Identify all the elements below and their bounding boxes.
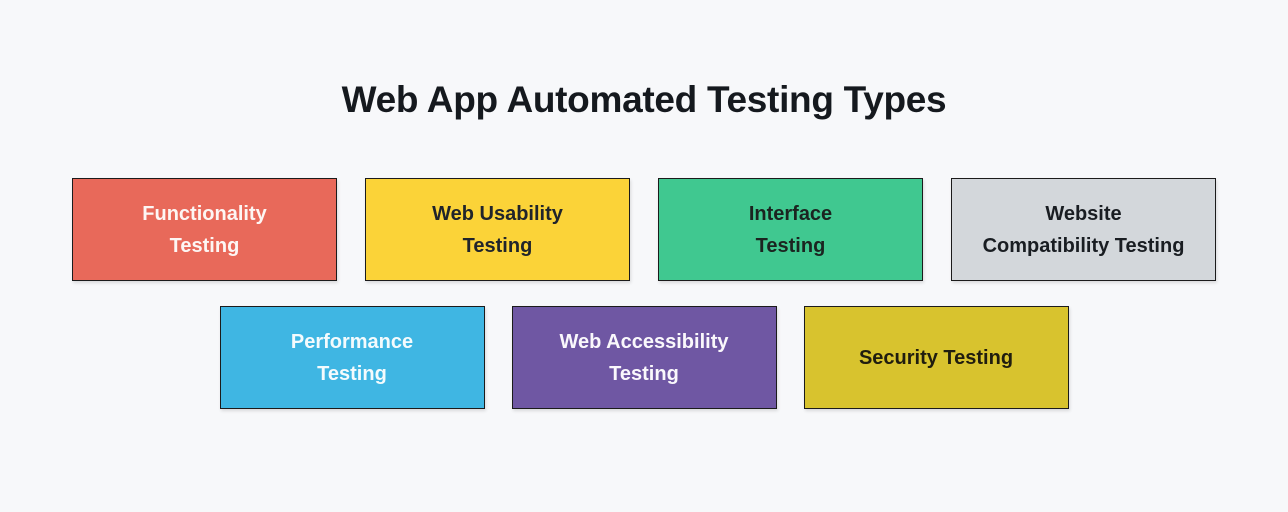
box-label-line: Testing bbox=[609, 362, 679, 385]
box-label-line: Interface bbox=[748, 202, 833, 225]
box-label-line: Compatibility Testing bbox=[982, 234, 1185, 257]
box-functionality-testing: Functionality Testing bbox=[72, 178, 337, 281]
box-website-compatibility-testing: Website Compatibility Testing bbox=[951, 178, 1216, 281]
box-label-line: Testing bbox=[169, 234, 240, 257]
box-security-testing: Security Testing bbox=[803, 306, 1069, 409]
box-performance-testing: Performance Testing bbox=[219, 306, 485, 409]
testing-types-row-1: Functionality Testing Web Usability Test… bbox=[0, 178, 1288, 281]
box-label-line: Performance bbox=[290, 330, 414, 353]
box-label-line: Web Accessibility bbox=[559, 330, 729, 353]
diagram-title: Web App Automated Testing Types bbox=[341, 79, 947, 120]
box-web-accessibility-testing: Web Accessibility Testing bbox=[511, 306, 777, 409]
box-label-line: Web Usability bbox=[432, 202, 563, 225]
box-label-line: Functionality bbox=[142, 202, 267, 225]
testing-types-row-2: Performance Testing Web Accessibility Te… bbox=[0, 306, 1288, 409]
box-label-line: Website bbox=[1045, 202, 1122, 225]
box-label-line: Testing bbox=[462, 234, 533, 257]
box-label-line: Testing bbox=[755, 234, 826, 257]
box-label-line: Security Testing bbox=[858, 346, 1014, 369]
box-web-usability-testing: Web Usability Testing bbox=[365, 178, 630, 281]
box-label-line: Testing bbox=[317, 362, 387, 385]
box-interface-testing: Interface Testing bbox=[658, 178, 923, 281]
